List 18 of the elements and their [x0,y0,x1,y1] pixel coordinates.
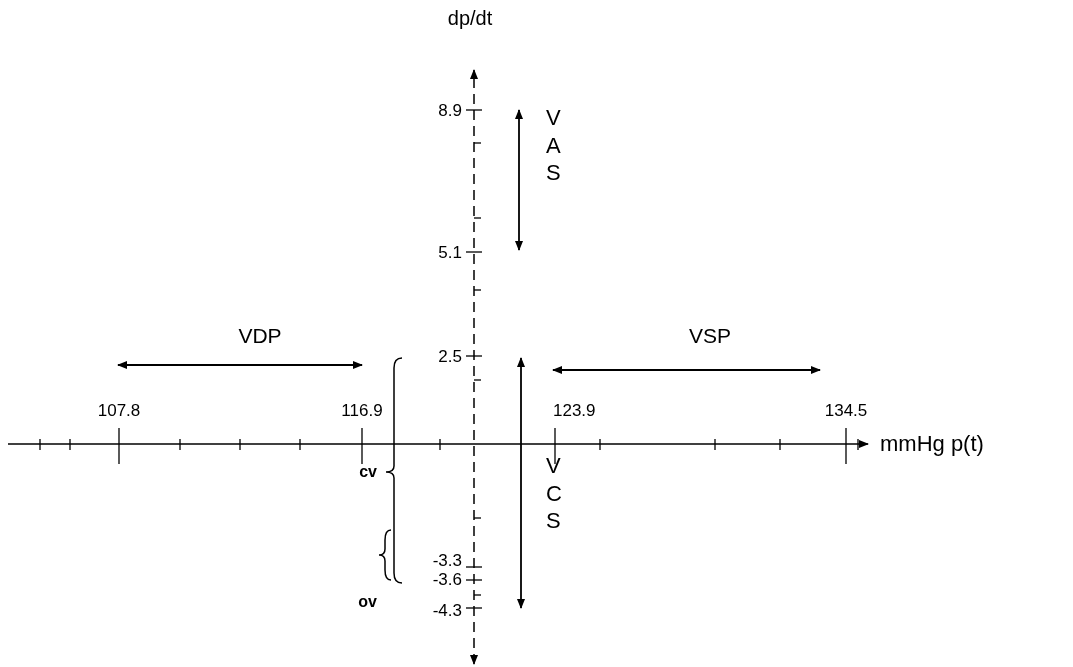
axis-label: 123.9 [553,401,596,419]
axis-label: 5.1 [438,243,462,261]
axis-label: 116.9 [341,401,383,419]
axis-label: 2.5 [438,347,462,365]
axis-label: VDP [238,324,282,346]
axis-label: -4.3 [432,601,462,619]
axis-label: -3.6 [432,570,462,588]
axis-label: 8.9 [438,101,462,119]
range-label: VCS [546,452,559,535]
range-label: VAS [546,104,559,187]
axis-label: -3.3 [432,551,462,569]
axis-label: ov [358,594,377,610]
axis-label: dp/dt [447,8,493,28]
axis-label: VSP [689,324,731,346]
axis-label: cv [359,464,377,480]
axis-label: mmHg p(t) [880,433,984,455]
axis-label: 107.8 [97,401,141,419]
axis-label: 134.5 [824,401,868,419]
